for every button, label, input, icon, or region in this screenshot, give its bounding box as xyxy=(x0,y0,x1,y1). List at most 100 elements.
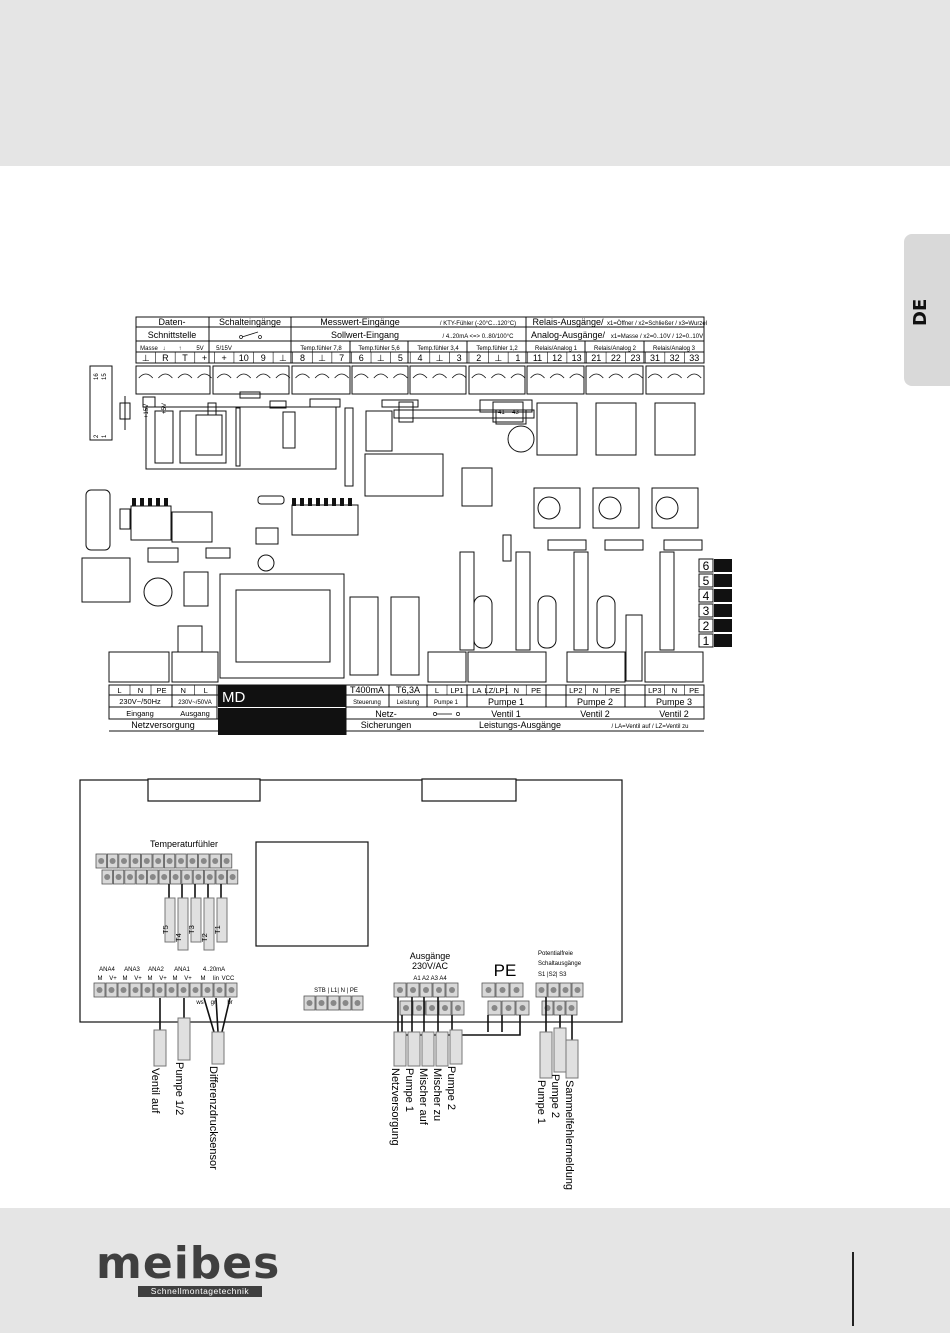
data-pin-label: Masse xyxy=(140,346,158,352)
relay-number-box xyxy=(698,573,714,588)
footer-md: MD xyxy=(222,689,245,706)
header-pin-label: 32 xyxy=(670,353,680,363)
meibes-logo[interactable]: meibes Schnellmontagetechnik xyxy=(96,1238,279,1297)
footer-pumpe-1-a: Pumpe 1 xyxy=(434,700,459,706)
ausgaenge-label: Ausgänge xyxy=(410,951,451,961)
cable-ventil-auf xyxy=(153,1029,167,1067)
terminal-screw xyxy=(549,373,565,379)
relay-number: 4 xyxy=(703,589,710,603)
terminal-screw xyxy=(608,373,624,379)
chip-pin-2: 2 xyxy=(94,434,100,438)
relais-group-label: Relais/Analog 2 xyxy=(594,346,637,352)
terminal-screw xyxy=(98,858,105,864)
terminal-screw xyxy=(416,1005,422,1011)
terminal-screw xyxy=(256,373,271,379)
terminal-screw xyxy=(442,1005,448,1011)
terminal-screw xyxy=(108,987,115,993)
netz-pin-label: PE xyxy=(156,686,166,695)
header-pin-label: 6 xyxy=(359,353,364,363)
terminal-screw xyxy=(96,987,103,993)
terminal-screw xyxy=(628,373,643,379)
terminal-screw xyxy=(184,874,190,880)
header-pin-label: 13 xyxy=(572,353,582,363)
terminal-screw xyxy=(530,373,545,379)
data-pin-label: 5V xyxy=(196,346,203,352)
terminal-screw xyxy=(177,373,193,379)
terminal-screw xyxy=(228,987,235,993)
relay-number-box xyxy=(698,603,714,618)
header-pin-label: 23 xyxy=(630,353,640,363)
cable-pumpe-2-s xyxy=(553,1027,567,1073)
wire-color-label: ws xyxy=(195,1000,203,1006)
header-pin-label: R xyxy=(162,353,169,363)
footer-pumpe-1: Pumpe 1 xyxy=(488,697,524,707)
header-pin-label: ⊥ xyxy=(377,353,385,363)
terminal-screw xyxy=(168,987,175,993)
terminal-screw xyxy=(562,987,569,993)
terminal-screw xyxy=(143,858,150,864)
terminal-screw xyxy=(647,373,663,379)
terminal-screw xyxy=(423,987,429,993)
analog-pin-label: V+ xyxy=(109,976,117,982)
footer-eingang: Eingang xyxy=(126,709,154,718)
relay-indicator xyxy=(714,589,732,602)
terminal-screw xyxy=(499,987,506,993)
header-pin-label: ⊥ xyxy=(318,353,326,363)
terminal-screw xyxy=(216,987,223,993)
ausgang-pin-label: L xyxy=(204,686,208,695)
sensor-probe xyxy=(216,897,228,943)
lp3-pin-label: PE xyxy=(689,686,699,695)
terminal-screw xyxy=(354,1000,361,1006)
analog-channel-label: 4..20mA xyxy=(203,967,225,973)
terminal-screw xyxy=(491,373,506,379)
header-analog-ausgaenge: Analog-Ausgänge/ xyxy=(531,330,606,340)
data-pin-label: 5/15V xyxy=(216,346,232,352)
terminal-screw xyxy=(550,987,557,993)
header-relais-options: x1=Öffner / x2=Schließer / x3=Wurzel xyxy=(607,320,707,327)
header-pin-label: 7 xyxy=(339,353,344,363)
header-pin-label: 12 xyxy=(552,353,562,363)
header-pin-label: 31 xyxy=(650,353,660,363)
header-pin-label: 8 xyxy=(300,353,305,363)
lp1-pin-label: L xyxy=(435,686,439,695)
cable-pumpe-1-s xyxy=(539,1031,553,1079)
terminal-screw xyxy=(429,1005,435,1011)
relay-number: 6 xyxy=(703,559,710,573)
data-pin-label: ↑ xyxy=(179,346,182,352)
terminal-screw xyxy=(449,987,455,993)
temp-group-label: Temp.fühler 1,2 xyxy=(476,346,518,352)
analog-pin-label: M xyxy=(98,976,103,982)
terminal-screw xyxy=(491,1005,498,1011)
terminal-screw xyxy=(538,987,545,993)
cable-pumpe-1 xyxy=(407,1031,421,1067)
chip-pin-15: 15 xyxy=(102,373,108,380)
language-tab[interactable]: DE xyxy=(904,234,950,386)
pe-label: PE xyxy=(494,961,517,980)
footer-ausgang-rating: 230V~/50VA xyxy=(178,700,211,706)
terminal-screw xyxy=(212,858,219,864)
controller-board-diagram: Daten- Schnittstelle Schalteingänge Mess… xyxy=(81,316,732,735)
relay-indicator xyxy=(714,574,732,587)
terminal-screw xyxy=(206,874,213,880)
wire xyxy=(203,997,215,1033)
analog-pin-label: lin xyxy=(213,976,219,982)
header-pin-label: 9 xyxy=(261,353,266,363)
footer-pumpe-3: Pumpe 3 xyxy=(656,697,692,707)
header-pin-label: + xyxy=(202,353,207,363)
header-pin-label: ⊥ xyxy=(494,353,502,363)
label-pumpe-2-s: Pumpe 2 xyxy=(549,1074,561,1118)
terminal-screw xyxy=(667,373,682,379)
header-pin-label: 3 xyxy=(457,353,462,363)
terminal-screw xyxy=(132,987,139,993)
terminal-41: 41 xyxy=(498,410,505,416)
sensor-probe xyxy=(177,897,189,951)
header-messwert: Messwert-Eingänge xyxy=(320,317,400,327)
terminal-screw xyxy=(432,373,447,379)
sensor-label: T4 xyxy=(174,933,183,942)
footer-ventil-2a: Ventil 2 xyxy=(580,709,610,719)
relay-indicator xyxy=(714,559,732,572)
terminal-screw xyxy=(161,874,168,880)
schaltausgaenge-label: Schaltausgänge xyxy=(538,961,582,967)
header-pin-label: ⊥ xyxy=(436,353,444,363)
sensor-probe xyxy=(190,897,202,943)
